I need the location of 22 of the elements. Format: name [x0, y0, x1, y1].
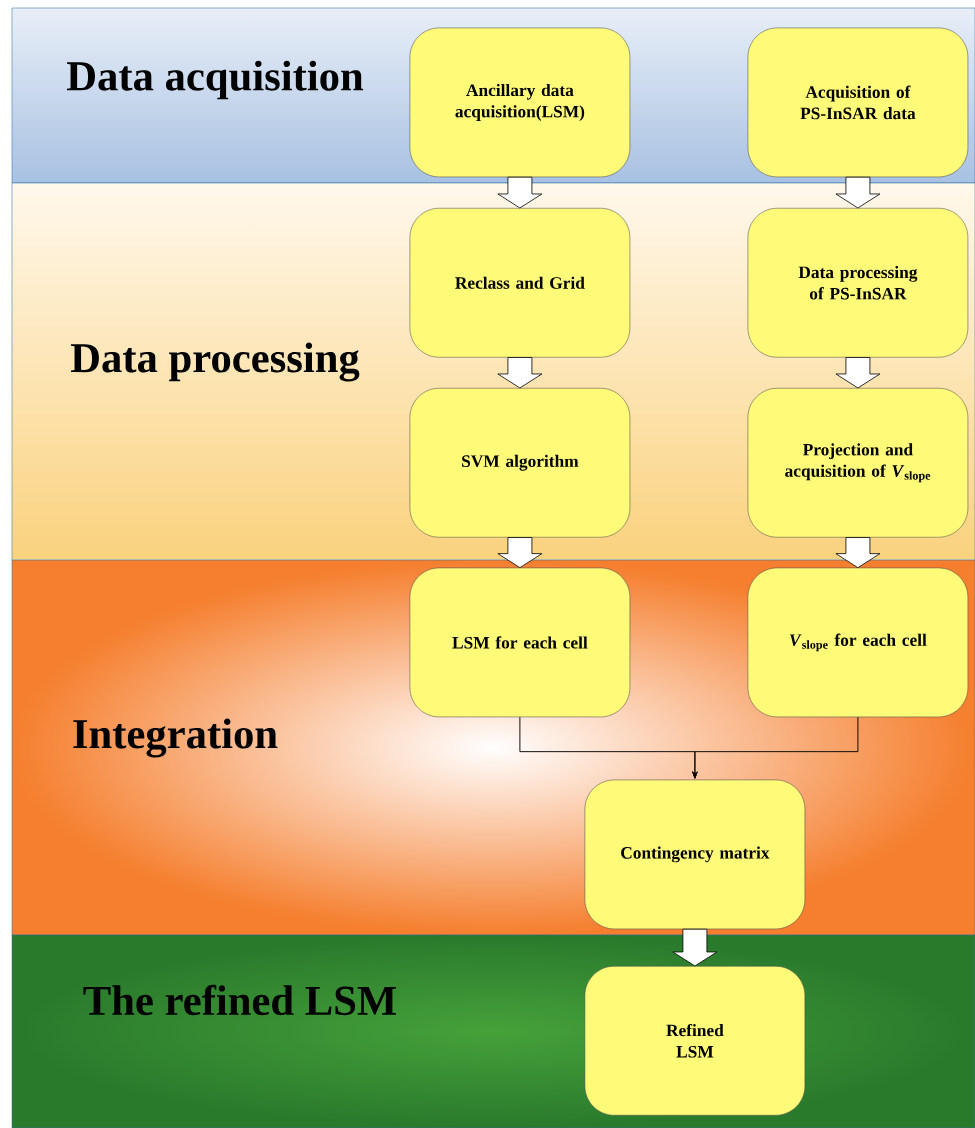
process-box: Ancillary data acquisition(LSM)	[409, 27, 631, 178]
band-heading: Data processing	[70, 342, 360, 382]
block-arrow	[835, 537, 881, 569]
band-heading: The refined LSM	[83, 984, 396, 1016]
process-box: Acquisition of PS-InSAR data	[747, 27, 969, 178]
band-heading: Data acquisition	[67, 60, 364, 100]
arrow	[692, 716, 859, 779]
block-arrow	[672, 928, 718, 967]
process-box: Data processing of PS-InSAR	[747, 207, 969, 358]
process-box: Projection and acquisition of V$_{slope}$	[747, 387, 969, 538]
block-arrow	[497, 537, 543, 569]
block-arrow	[497, 357, 543, 389]
process-box: Reclass and Grid	[409, 207, 631, 358]
process-box: LSM for each cell	[409, 567, 631, 718]
process-box: SVM algorithm	[409, 387, 631, 538]
process-box: Refined LSM	[584, 965, 806, 1116]
band-heading: Integration	[73, 718, 278, 758]
process-box: V$_{slope}$ for each cell	[747, 567, 969, 718]
block-arrow	[835, 176, 881, 209]
block-arrow	[835, 357, 881, 389]
process-box: Contingency matrix	[584, 779, 806, 930]
block-arrow	[497, 176, 543, 209]
